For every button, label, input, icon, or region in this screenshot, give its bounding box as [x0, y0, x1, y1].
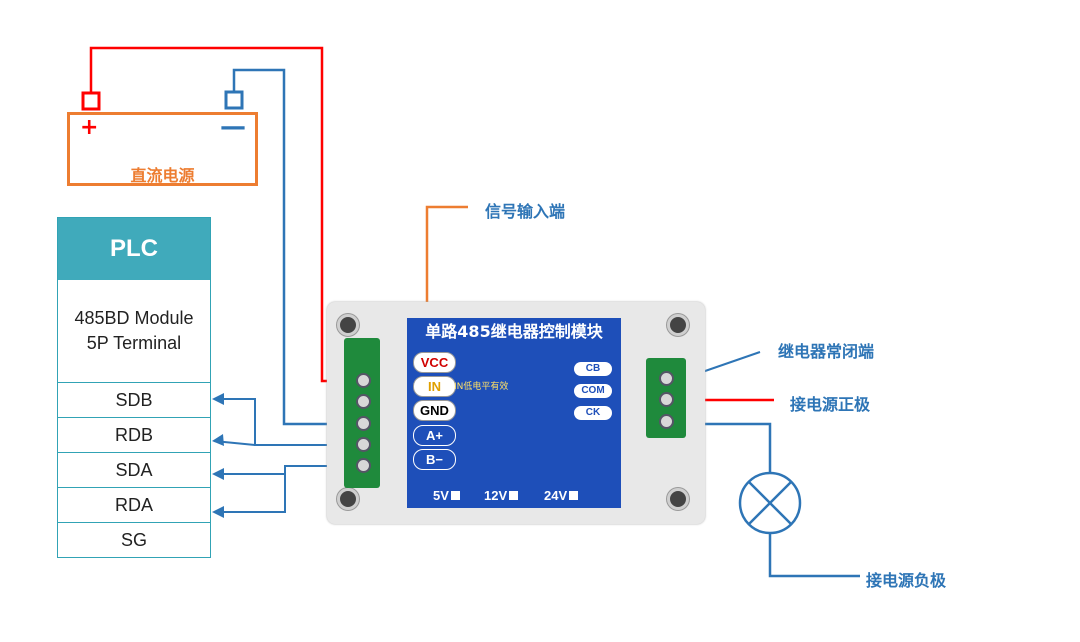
arrow-rda — [212, 506, 224, 518]
relay-pin-cb: CB — [574, 362, 612, 376]
voltage-24v-label: 24V — [544, 488, 568, 503]
input-terminal-block — [344, 338, 380, 488]
pin-gnd: GND — [413, 400, 456, 421]
plc-pin-sg: SG — [120, 529, 147, 550]
relay-terminal-block — [646, 358, 686, 438]
negative-sign: — — [220, 112, 246, 142]
plc-block: PLC 485BD Module 5P Terminal SDB RDB SDA… — [57, 217, 211, 558]
terminal-screw-icon — [356, 373, 371, 388]
negative-wire — [682, 422, 772, 472]
relay-nc-label: 继电器常闭端 — [778, 342, 875, 361]
terminal-screw-icon — [356, 437, 371, 452]
in-note: IN低电平有效 — [454, 382, 509, 392]
mount-screw-icon — [667, 314, 689, 336]
mount-screw-icon — [667, 488, 689, 510]
pin-a-plus: A+ — [413, 425, 456, 446]
mount-screw-icon — [337, 488, 359, 510]
relay-pin-com: COM — [574, 384, 612, 398]
ps-positive-terminal — [81, 91, 101, 111]
terminal-screw-icon — [659, 414, 674, 429]
plc-pin-sdb: SDB — [58, 383, 210, 418]
plc-module-line2: 5P Terminal — [86, 333, 182, 353]
terminal-screw-icon — [356, 416, 371, 431]
wire-b-minus — [214, 465, 362, 475]
checkbox-icon — [509, 491, 519, 500]
pin-in: IN — [413, 376, 456, 397]
arrow-rdb — [212, 434, 224, 446]
arrow-sdb — [212, 393, 224, 405]
plc-pin-rdb: RDB — [58, 418, 210, 453]
pin-b-minus: B− — [413, 449, 456, 470]
module-panel: 单路485继电器控制模块 VCC IN IN低电平有效 GND A+ B− CB… — [407, 318, 621, 508]
voltage-12v: 12V — [484, 488, 519, 503]
dc-power-supply: 直流电源 — [67, 112, 258, 186]
lamp-cross-2 — [748, 481, 792, 525]
terminal-screw-icon — [659, 371, 674, 386]
wire-b-minus-rda — [214, 474, 286, 513]
power-positive-label: 接电源正极 — [790, 395, 871, 414]
blue-wire-gnd — [232, 68, 362, 426]
voltage-5v: 5V — [433, 488, 460, 503]
power-negative-label: 接电源负极 — [866, 571, 947, 590]
mount-screw-icon — [337, 314, 359, 336]
checkbox-icon — [450, 491, 460, 500]
voltage-12v-label: 12V — [484, 488, 508, 503]
plc-pin-sda: SDA — [58, 453, 210, 488]
voltage-5v-label: 5V — [433, 488, 449, 503]
positive-sign: + — [80, 115, 99, 140]
pin-vcc: VCC — [413, 352, 456, 373]
relay-pin-ck: CK — [574, 406, 612, 420]
ps-negative-terminal — [224, 90, 244, 110]
terminal-screw-icon — [659, 392, 674, 407]
wire-a-plus — [214, 398, 362, 446]
negative-wire-bottom — [768, 534, 860, 578]
terminal-screw-icon — [356, 394, 371, 409]
arrow-sda — [212, 468, 224, 480]
module-title: 单路485继电器控制模块 — [425, 322, 603, 341]
voltage-24v: 24V — [544, 488, 579, 503]
plc-module-desc: 485BD Module 5P Terminal — [58, 280, 210, 383]
power-supply-label: 直流电源 — [130, 166, 195, 185]
plc-pin-rda: RDA — [58, 488, 210, 523]
plc-module-line1: 485BD Module — [74, 308, 194, 328]
plc-title: PLC — [58, 218, 210, 280]
checkbox-icon — [569, 491, 579, 500]
terminal-screw-icon — [356, 458, 371, 473]
signal-input-label: 信号输入端 — [485, 202, 566, 221]
